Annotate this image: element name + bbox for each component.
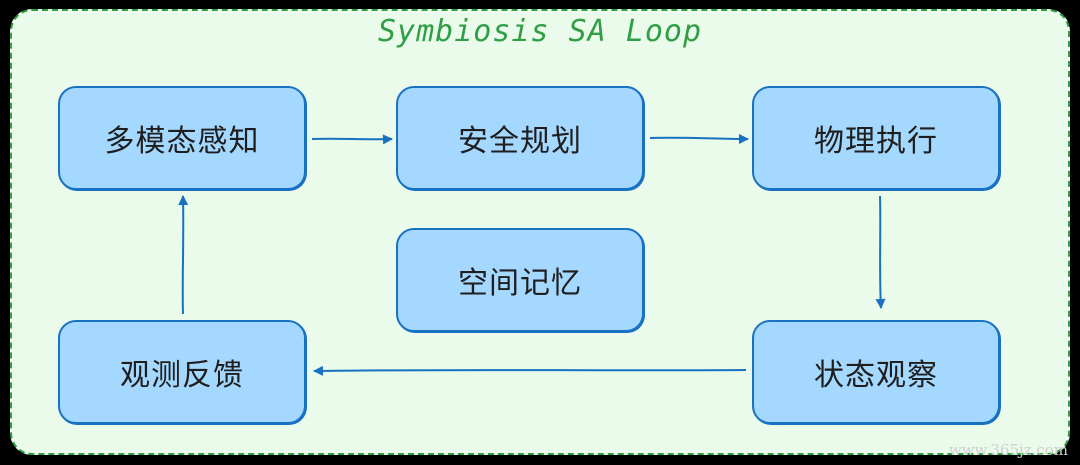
edge-perception-to-planning [311,134,393,145]
node-memory: 空间记忆 [396,228,644,332]
diagram-title: Symbiosis SA Loop [377,14,703,49]
node-execution: 物理执行 [752,86,1000,190]
edge-observation-to-feedback [313,365,747,376]
edge-execution-to-observation [875,195,886,309]
node-feedback: 观测反馈 [58,320,306,424]
node-planning: 安全规划 [396,86,644,190]
node-observation: 状态观察 [752,320,1000,424]
edge-feedback-to-perception [178,195,189,315]
watermark-text: www.365jz.com [948,441,1068,459]
node-perception: 多模态感知 [58,86,306,190]
edge-planning-to-execution [649,133,749,144]
